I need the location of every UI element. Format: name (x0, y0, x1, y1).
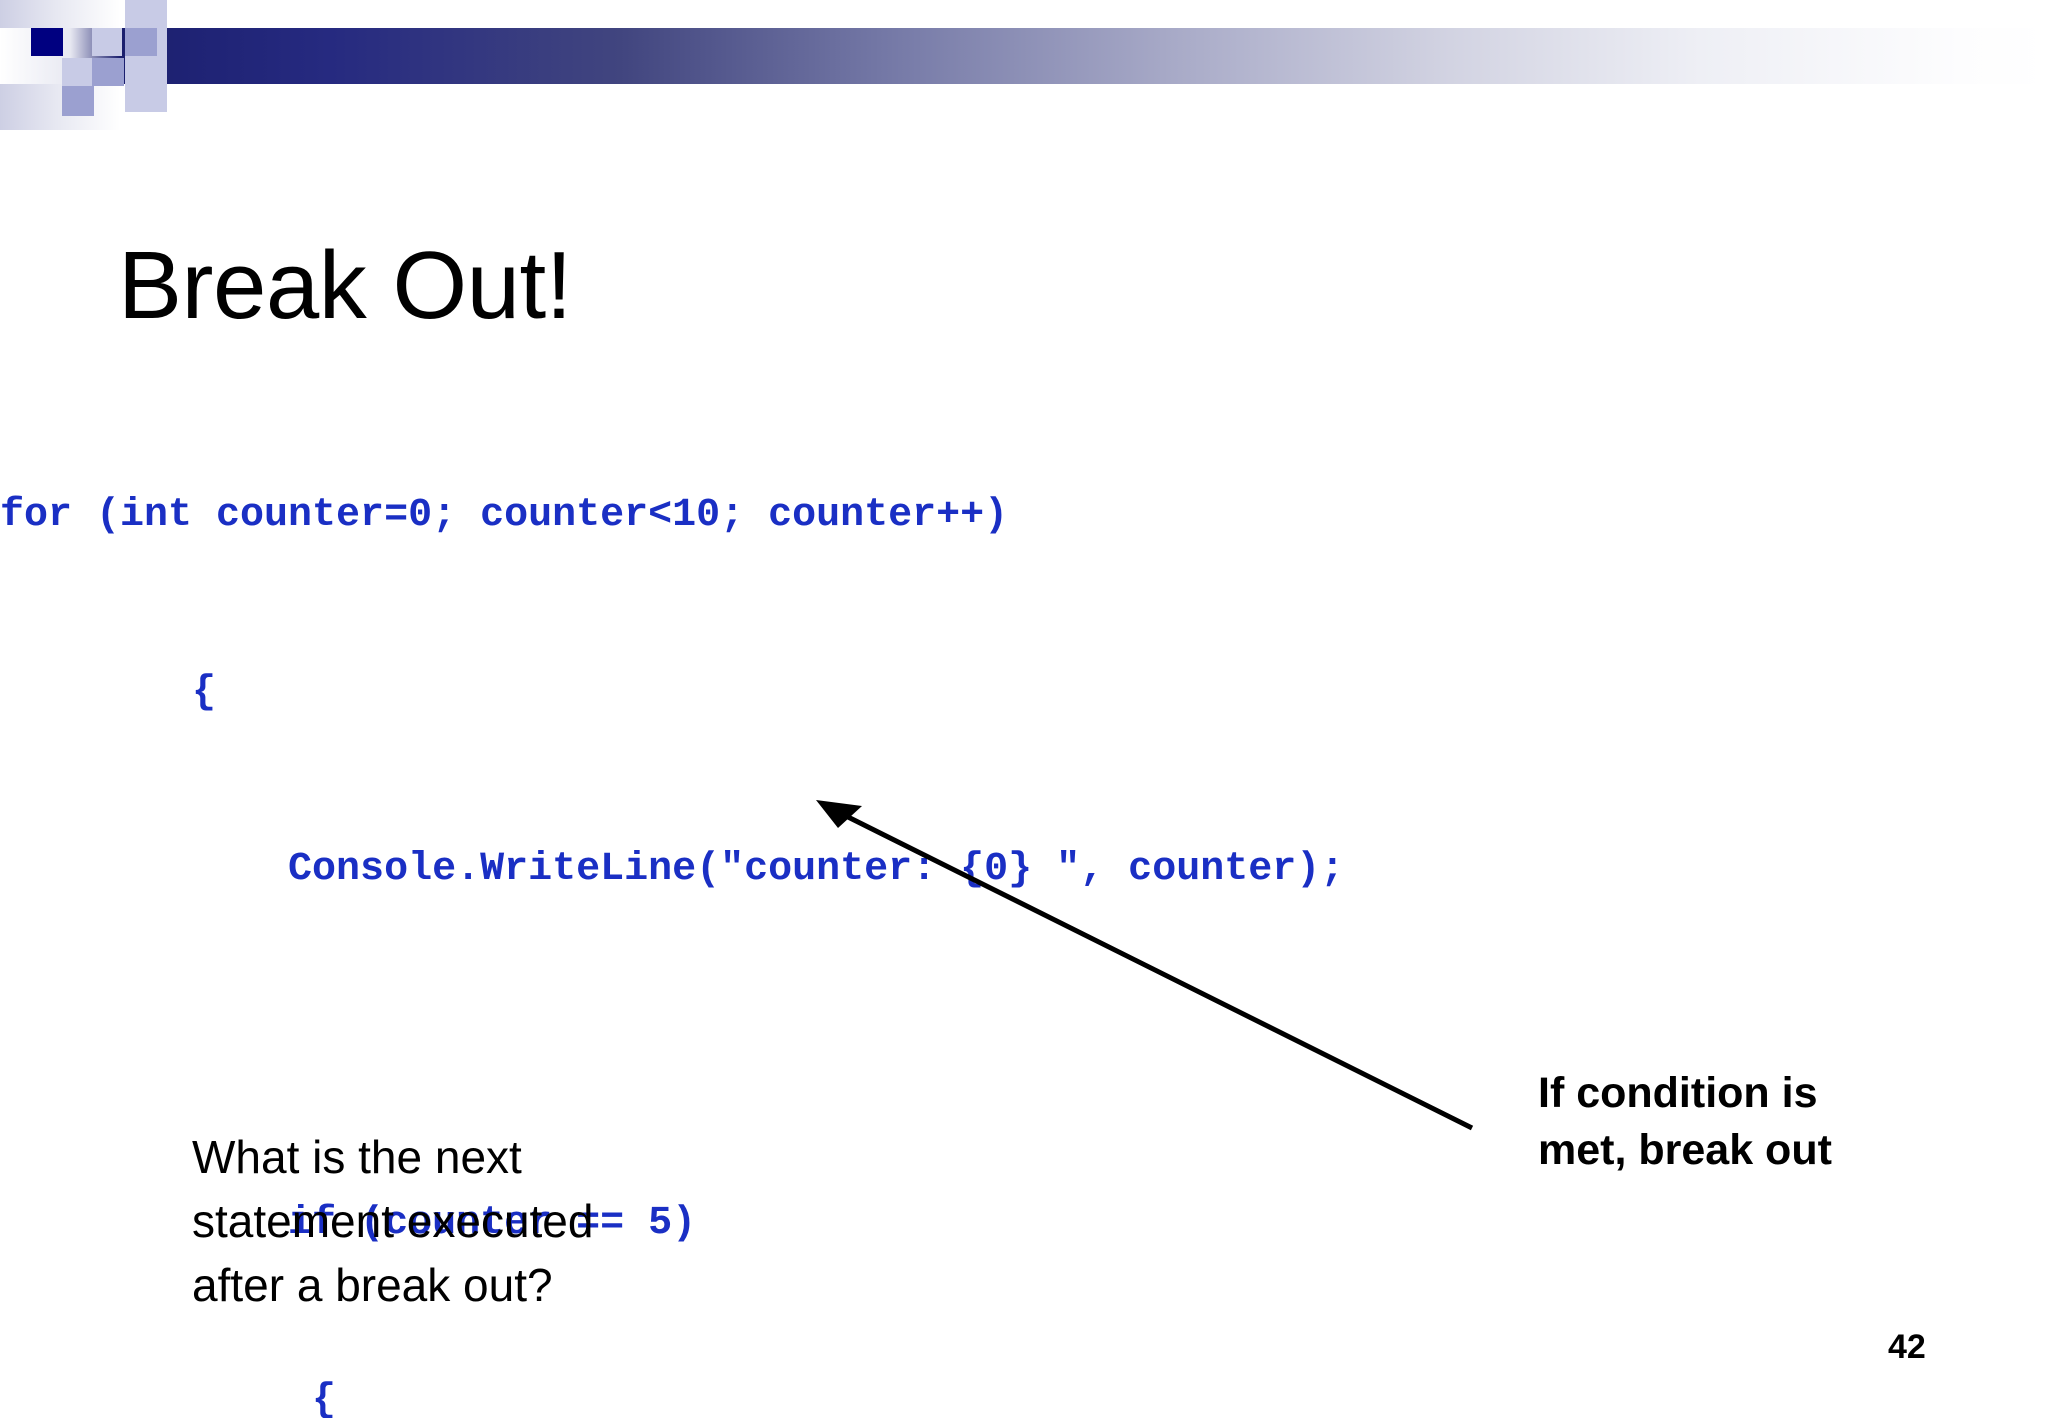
callout-note: If condition is met, break out (1538, 1065, 1958, 1179)
header-square-navy (31, 28, 63, 56)
header-square-mid-c (62, 86, 94, 116)
question-line-2: statement executed (192, 1195, 594, 1247)
code-line-5: { (0, 1378, 337, 1418)
code-block: for (int counter=0; counter<10; counter+… (0, 368, 2048, 1418)
header-gradient-bar (0, 28, 2048, 84)
slide-title: Break Out! (118, 232, 572, 340)
header-square-mid-a (125, 28, 157, 56)
callout-line-2: met, break out (1538, 1126, 1832, 1174)
code-line-3: Console.WriteLine("counter: {0} ", count… (0, 847, 1345, 892)
question-line-1: What is the next (192, 1131, 522, 1183)
header-square-mid-b (92, 58, 124, 86)
callout-line-1: If condition is (1538, 1069, 1818, 1117)
page-number: 42 (1888, 1328, 1926, 1366)
question-text: What is the next statement executed afte… (192, 1125, 752, 1317)
code-line-4: if (counter == 5) (0, 1201, 697, 1246)
question-line-3: after a break out? (192, 1259, 553, 1311)
header-square-light-tall (125, 0, 167, 112)
header-square-light-b (62, 58, 92, 86)
code-line-1: for (int counter=0; counter<10; counter+… (0, 493, 1009, 538)
code-line-2: { (0, 670, 217, 715)
header-square-light-a (92, 28, 122, 56)
